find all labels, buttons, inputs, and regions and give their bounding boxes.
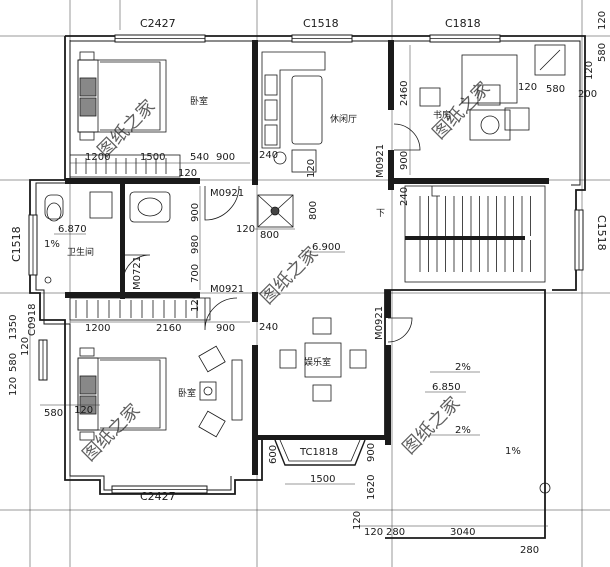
- dim-label: 540: [190, 152, 209, 163]
- game-table: [279, 317, 367, 402]
- dim-label: 3040: [450, 527, 475, 538]
- terrace-drain: [539, 482, 551, 494]
- dim-label: 2160: [156, 323, 181, 334]
- bath-fixtures: [44, 191, 171, 284]
- interior-walls: [65, 40, 549, 475]
- dim-label: 120: [306, 159, 317, 178]
- slope-terrace-b: 2%: [455, 425, 471, 436]
- door-swings: [122, 123, 421, 343]
- dim-label: 1500: [310, 474, 335, 485]
- dim-label: 1200: [85, 152, 110, 163]
- dim-label: 580: [44, 408, 63, 419]
- room-label-leisure: 休闲厅: [330, 113, 357, 125]
- dim-label: 280: [520, 545, 539, 556]
- dim-label: 580: [8, 353, 19, 372]
- dimension-labels: 1200 1500 540 900 120 240 120 2460 120 5…: [8, 11, 608, 556]
- room-label-study: 书房: [433, 109, 451, 121]
- exterior-walls: [29, 35, 586, 539]
- dim-label: 980: [190, 235, 201, 254]
- window-label-left-bedroom: C0918: [27, 304, 38, 336]
- window-marks: [28, 34, 584, 494]
- dim-label: 120: [20, 337, 31, 356]
- dim-label: 1200: [85, 323, 110, 334]
- slope-terrace-a: 2%: [455, 362, 471, 373]
- room-label-bedroom-bottom: 卧室: [178, 387, 196, 399]
- dim-label: 240: [259, 150, 278, 161]
- bed-bottom: [69, 297, 243, 441]
- sofa-leisure: [261, 51, 326, 173]
- slope-terrace-c: 1%: [505, 446, 521, 457]
- window-label-bottom-bedroom: C2427: [140, 490, 176, 503]
- elevation-terrace: 6.850: [432, 382, 461, 393]
- elevation-bath: 6.870: [58, 224, 87, 235]
- dim-label: 240: [259, 322, 278, 333]
- dim-label: 900: [216, 152, 235, 163]
- dim-label: 120: [178, 168, 197, 179]
- dim-label: 120: [584, 61, 595, 80]
- window-label-right-stair: C1518: [595, 215, 608, 251]
- dim-label: 580: [597, 43, 608, 62]
- dim-label: 120: [190, 293, 201, 312]
- dim-label: 900: [216, 323, 235, 334]
- room-label-bedroom-top: 卧室: [190, 95, 208, 107]
- dim-label: 240: [399, 187, 410, 206]
- dim-label: 700: [190, 264, 201, 283]
- dim-label: 900: [190, 203, 201, 222]
- room-label-bathroom: 卫生间: [67, 246, 94, 258]
- window-label-top-bedroom: C2427: [140, 17, 176, 30]
- staircase: [404, 185, 546, 283]
- bed-top: [69, 51, 181, 178]
- dim-label: 120: [8, 377, 19, 396]
- dim-label: 200: [578, 89, 597, 100]
- dim-label: 800: [308, 201, 319, 220]
- dim-label: 2460: [399, 81, 410, 106]
- door-label-1: M0921: [210, 188, 244, 199]
- dim-label: 120: [364, 527, 383, 538]
- dim-label: 120: [597, 11, 608, 30]
- dim-label: 580: [546, 84, 565, 95]
- window-label-top-study: C1818: [445, 17, 481, 30]
- dim-label: 1350: [8, 315, 19, 340]
- dim-label: 280: [386, 527, 405, 538]
- slope-bath: 1%: [44, 239, 60, 250]
- dim-label: 600: [268, 445, 279, 464]
- window-label-top-leisure: C1518: [303, 17, 339, 30]
- watermark-3: 图纸之家: [257, 243, 323, 309]
- dim-label: 900: [366, 443, 377, 462]
- elevation-hall: 6.900: [312, 242, 341, 253]
- window-label-bay: TC1818: [299, 447, 338, 458]
- dim-label: 1620: [366, 475, 377, 500]
- door-label-3: M0921: [210, 284, 244, 295]
- door-label-5: M0721: [132, 256, 143, 290]
- window-label-left-bath: C1518: [10, 226, 23, 262]
- hall-cabinet: [257, 194, 294, 228]
- study-desk: [419, 44, 566, 141]
- dim-label: 120: [74, 405, 93, 416]
- dim-label: 1500: [140, 152, 165, 163]
- dim-label: 120: [352, 511, 363, 530]
- room-label-entertainment: 娱乐室: [304, 356, 331, 368]
- dim-label: 800: [260, 230, 279, 241]
- stair-down-label: 下: [376, 209, 385, 219]
- dim-label: 900: [399, 151, 410, 170]
- dim-label: 120: [236, 224, 255, 235]
- dim-label: 120: [518, 82, 537, 93]
- door-label-4: M0921: [374, 306, 385, 340]
- door-label-2: M0921: [375, 144, 386, 178]
